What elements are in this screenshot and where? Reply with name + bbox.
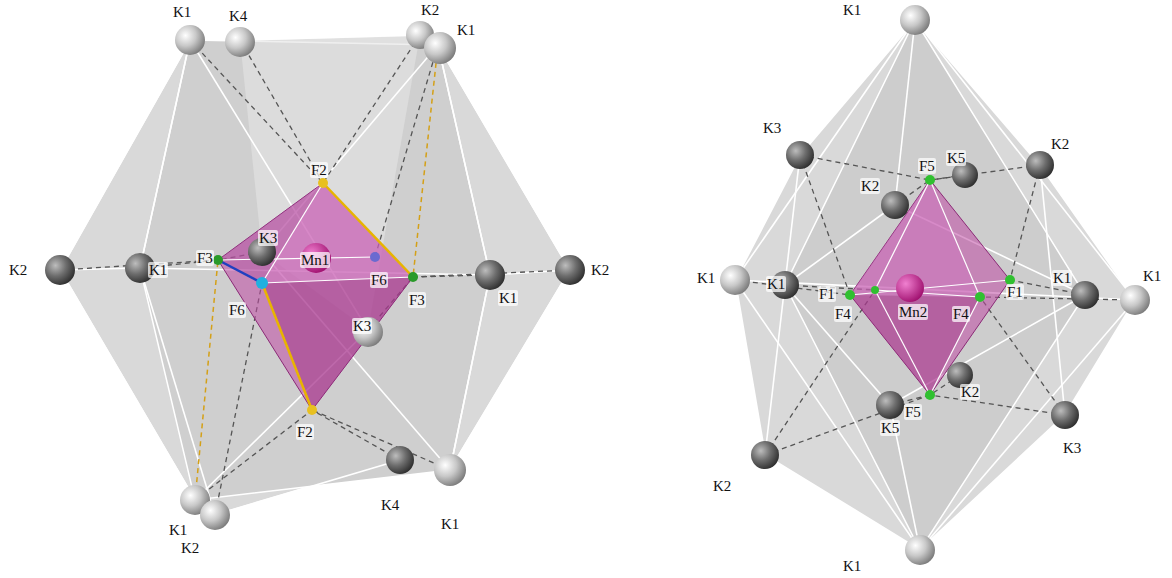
atom-label: K2 — [712, 478, 732, 494]
atom-label: K1 — [148, 262, 168, 278]
atom-label: F2 — [296, 424, 314, 440]
atom-label: K2 — [960, 384, 980, 400]
atom-label: Mn1 — [300, 252, 330, 268]
atom-label: F2 — [310, 162, 328, 178]
atom-label: F5 — [918, 158, 936, 174]
atom-label: K1 — [842, 558, 862, 574]
atom-label: K3 — [762, 120, 782, 136]
atom-label: F3 — [408, 292, 426, 308]
atom-label: K2 — [1050, 136, 1070, 152]
atom-label: K1 — [440, 516, 460, 532]
atom-label: F4 — [952, 306, 970, 322]
atom-label: K1 — [168, 522, 188, 538]
atom-label: F1 — [1006, 284, 1024, 300]
atom-label: K1 — [172, 4, 192, 20]
atom-label: K1 — [1052, 270, 1072, 286]
atom-label: K1 — [696, 270, 716, 286]
atom-label: K1 — [456, 22, 476, 38]
atom-label: K5 — [946, 150, 966, 166]
atom-label: F4 — [834, 306, 852, 322]
atom-label: K2 — [180, 540, 200, 556]
atom-label: F3 — [196, 250, 214, 266]
atom-label: K3 — [1062, 440, 1082, 456]
atom-label: F5 — [904, 404, 922, 420]
atom-label: K2 — [420, 2, 440, 18]
atom-label: F6 — [370, 272, 388, 288]
atom-label: K2 — [8, 262, 28, 278]
atom-label: K3 — [258, 230, 278, 246]
atom-label: K4 — [228, 8, 248, 24]
atom-label: K2 — [860, 178, 880, 194]
atom-label: K2 — [590, 262, 610, 278]
atom-label: F1 — [818, 286, 836, 302]
atom-label: K1 — [766, 276, 786, 292]
atom-label: K1 — [842, 2, 862, 18]
atom-label: K1 — [498, 290, 518, 306]
atom-label: Mn2 — [898, 304, 928, 320]
atom-label: K5 — [880, 420, 900, 436]
atom-label: K1 — [1142, 268, 1162, 284]
atom-label: K4 — [380, 497, 400, 513]
atom-label: K3 — [352, 318, 372, 334]
atom-label: F6 — [228, 302, 246, 318]
